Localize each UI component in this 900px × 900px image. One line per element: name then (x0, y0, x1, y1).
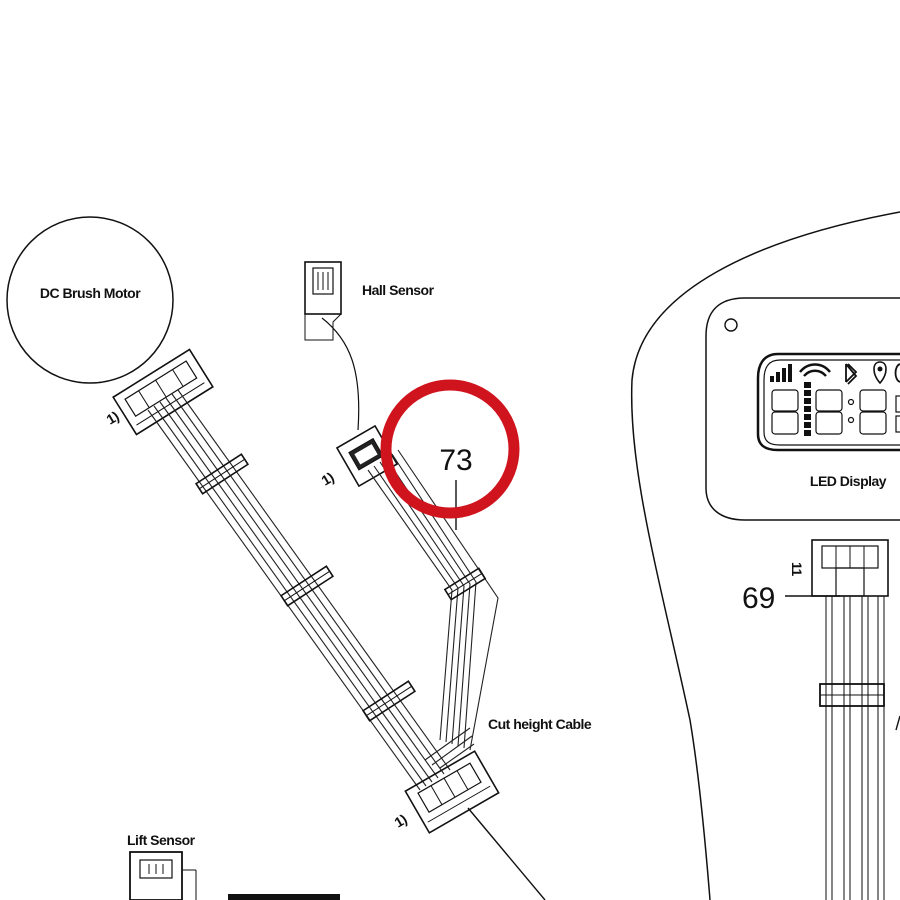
callout-69: 69 (742, 582, 840, 615)
hall-sensor-body (304, 261, 342, 315)
callout-73: 73 (439, 444, 473, 530)
battery-level-icon (804, 382, 811, 436)
display-wire-bundle (819, 596, 900, 900)
signal-icon (770, 364, 792, 382)
seven-segment-digits (771, 389, 900, 435)
lift-sensor: Lift Sensor (127, 832, 340, 900)
callout-69-number: 69 (742, 582, 775, 615)
motor-outline (6, 216, 174, 384)
led-display-housing: LED Display (630, 211, 900, 900)
led-display-screen (756, 352, 900, 452)
dc-brush-motor-label: DC Brush Motor (40, 285, 141, 301)
cable-output-wire (467, 807, 546, 900)
display-pin-mark: 11 (789, 562, 805, 577)
wifi-icon (799, 363, 831, 377)
location-icon (873, 361, 887, 385)
motor-pin-mark: 1) (104, 408, 122, 428)
highlight-ring (380, 379, 520, 519)
hall-pin-mark: 1) (319, 469, 337, 489)
lift-sensor-label: Lift Sensor (127, 832, 196, 848)
cut-height-cable-label: Cut height Cable (488, 716, 592, 732)
display-connector: 11 (789, 539, 889, 597)
cable-pin-mark: 1) (392, 811, 410, 831)
hall-connector (335, 424, 399, 488)
motor-connector (112, 348, 214, 436)
led-display-label: LED Display (810, 473, 887, 489)
callout-73-number: 73 (439, 444, 472, 477)
hall-sensor: Hall Sensor (304, 261, 435, 341)
bluetooth-icon (845, 363, 858, 385)
hall-sensor-lead (321, 317, 360, 431)
clock-icon (894, 363, 900, 383)
motor-wire-bundle (147, 389, 451, 791)
cut-height-cable-connector (404, 750, 500, 834)
dc-brush-motor: DC Brush Motor (6, 216, 174, 384)
hall-sensor-label: Hall Sensor (362, 282, 435, 298)
